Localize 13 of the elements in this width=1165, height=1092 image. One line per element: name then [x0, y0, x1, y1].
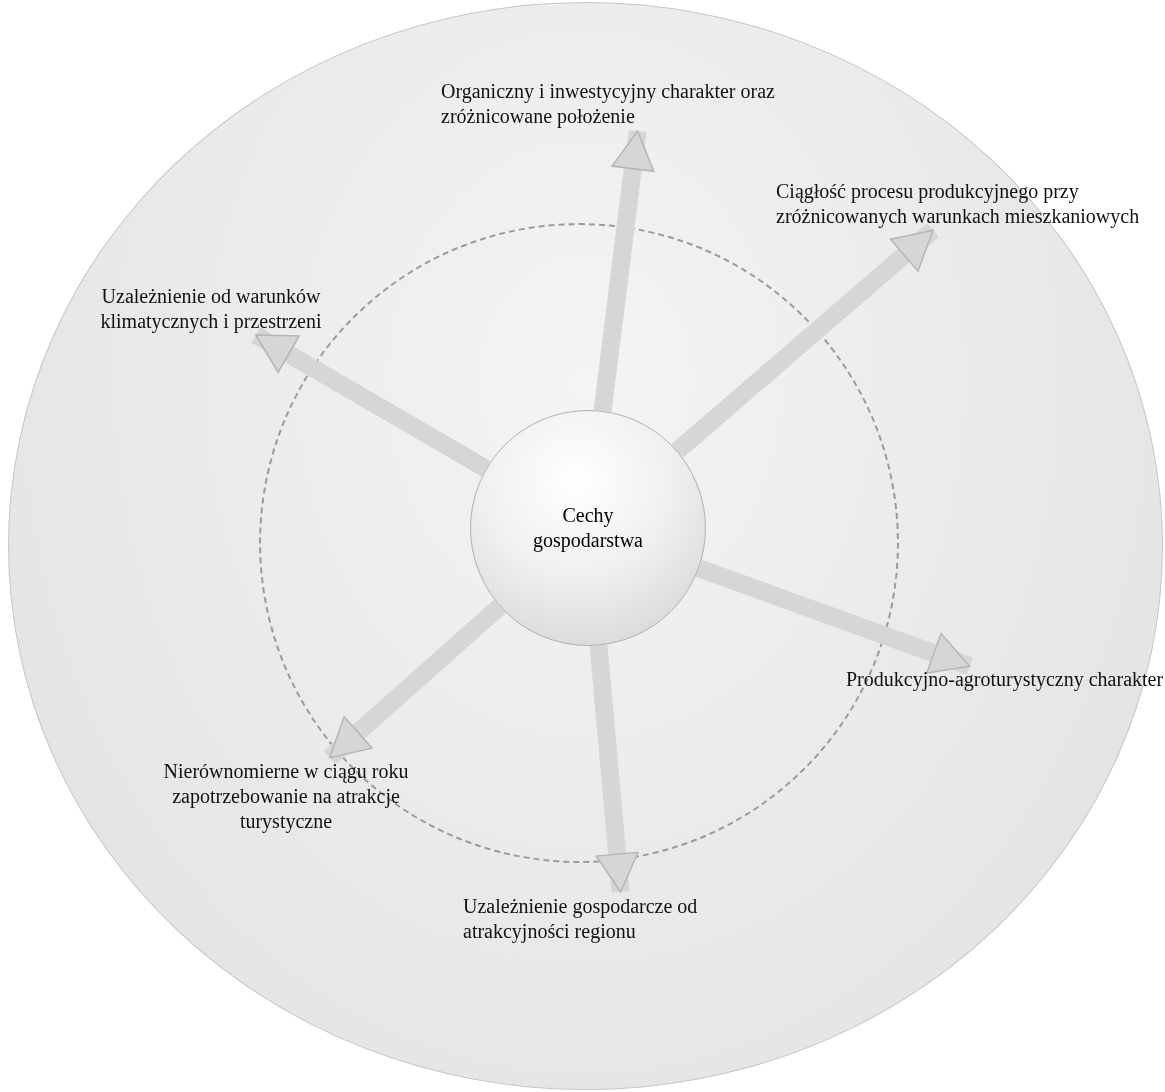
block-arrow [695, 559, 973, 675]
feature-text: Uzależnienie od warunków klimatycznych i przestrzeni [56, 284, 366, 334]
center-circle: Cechy gospodarstwa [470, 410, 706, 646]
feature-text: Uzależnienie gospodarcze od atrakcyjności regionu [463, 894, 783, 944]
block-arrow [251, 327, 491, 477]
block-arrow [593, 129, 655, 413]
feature-text: Organiczny i inwestycyjny charakter oraz zróżnicowane położenie [441, 79, 841, 129]
feature-text: Nierównomierne w ciągu roku zapotrzebowanie na atrakcje turystyczne [141, 759, 431, 834]
feature-text: Ciągłość procesu produkcyjnego przy zróżnicowanych warunkach mieszkaniowych [776, 179, 1151, 229]
block-arrow [671, 223, 939, 458]
block-arrow [323, 599, 506, 765]
feature-text: Produkcyjno-agroturystyczny charakter [846, 667, 1165, 692]
block-arrow [589, 644, 639, 893]
